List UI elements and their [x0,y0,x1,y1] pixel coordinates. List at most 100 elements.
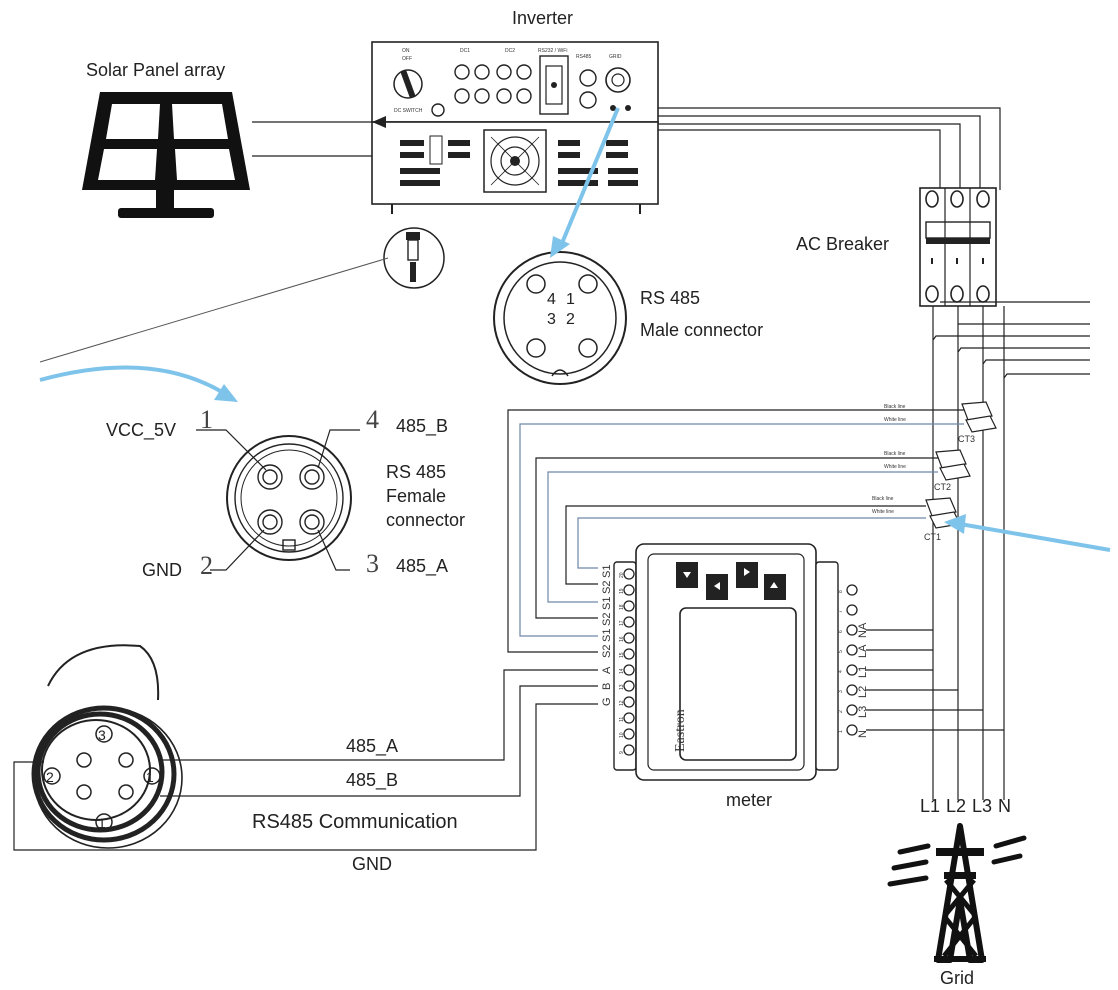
male-connector-label-2: Male connector [640,320,763,340]
solar-panel-label: Solar Panel array [86,60,225,80]
grid-port-label: GRID [609,54,622,60]
male-pin-3: 3 [547,311,556,328]
meter-terminal-number: 19 [619,588,625,594]
meter-terminal-number: 10 [619,732,625,738]
meter-terminal-number: 7 [838,610,844,613]
ac-output-wires [658,107,1001,190]
grid-line-l3: L3 [972,796,992,816]
comm-connector-icon [31,644,183,849]
meter-terminal-number: 9 [619,751,625,754]
ct3-label: CT3 [958,434,975,444]
ct2-black-label: Black line [884,451,906,457]
solar-panel-icon [82,92,250,218]
meter-terminal-number: 6 [838,630,844,633]
rs485-male-connector-icon [493,251,627,385]
comm-pin-2: 2 [46,769,54,785]
comm-wires [13,669,598,851]
ct2-white-label: White line [884,464,906,470]
meter-terminal-number: 20 [619,572,625,578]
inverter-icon: ON OFF DC SWITCH DC1 DC2 RS232 / WiFi RS… [371,41,659,214]
pin4-name: 485_B [396,416,448,437]
rs485-comm-caption: RS485 Communication [252,811,458,833]
comm-pin-3: 3 [98,727,106,743]
meter-terminal-number: 12 [619,700,625,706]
meter-terminal-label: L3 [857,706,869,718]
pin1-name: VCC_5V [106,420,176,441]
rs485-female-connector-icon [226,435,352,561]
rs485-port-label: RS485 [576,54,592,60]
meter-terminal-label: G [601,697,613,706]
meter-terminal-label: S2 [601,645,613,658]
arrow-icon [550,107,620,258]
meter-terminal-label: LA [857,644,869,658]
detail-line [39,257,389,363]
pin3-name: 485_A [396,556,448,577]
ct3-clamp-icon [961,401,997,433]
meter-terminal-number: 13 [619,684,625,690]
meter-terminal-number: 14 [619,668,625,674]
female-label-1: RS 485 [386,462,446,482]
meter-terminal-label: S2 [601,613,613,626]
grid-line-l2: L2 [946,796,966,816]
wire-485a-label: 485_A [346,736,398,757]
comm-pin-4: 1 [146,769,154,785]
ct1-label: CT1 [924,532,941,542]
pin2-name: GND [142,560,182,580]
meter-terminal-label: N [857,730,869,738]
meter-terminal-label: A [601,666,613,674]
inverter-label: Inverter [512,8,573,28]
female-label-3: connector [386,510,465,530]
grid-vertical-wires [932,306,1005,800]
meter-terminal-label: S1 [601,629,613,642]
ct1-white-label: White line [872,509,894,515]
dc-switch-label: DC SWITCH [394,108,423,114]
ac-breaker-label: AC Breaker [796,234,889,254]
wire-gnd-label: GND [352,854,392,874]
male-pin-2: 2 [566,311,575,328]
switch-on-label: ON [402,48,410,54]
grid-label: Grid [940,968,974,988]
meter-terminal-label: S1 [601,597,613,610]
meter-terminal-number: 5 [838,650,844,653]
grid-line-l1: L1 [920,796,940,816]
meter-terminal-number: 1 [838,730,844,733]
ct1-black-label: Black line [872,496,894,502]
ct-wires [507,409,964,653]
grid-line-n: N [998,796,1011,816]
dc1-label: DC1 [460,48,470,54]
meter-terminal-label: L2 [857,686,869,698]
ct2-label: CT2 [934,482,951,492]
arrow-icon [944,514,1111,552]
meter-icon [613,543,858,781]
meter-terminal-number: 2 [838,710,844,713]
ct2-clamp-icon [935,449,971,481]
meter-terminal-number: 16 [619,636,625,642]
grid-tower-icon [887,823,1027,963]
pin2-number: 2 [200,551,213,580]
meter-terminal-label: S1 [601,565,613,578]
meter-label: meter [726,790,772,810]
meter-terminal-label: B [601,683,613,690]
arrow-icon [39,365,238,402]
pin1-number: 1 [200,405,213,434]
female-leader-lines [196,429,360,571]
dc2-label: DC2 [505,48,515,54]
comm-pin-1: 1 [98,815,106,831]
meter-terminal-number: 3 [838,690,844,693]
meter-voltage-wires [866,629,1004,731]
meter-terminal-label: S2 [601,581,613,594]
female-label-2: Female [386,486,446,506]
meter-terminal-number: 4 [838,670,844,673]
male-pin-4: 4 [547,291,556,308]
breaker-icon [919,187,997,307]
connector-detail-icon [383,227,445,289]
load-wires [932,301,1090,379]
ct3-black-label: Black line [884,404,906,410]
meter-terminal-number: 11 [619,717,625,722]
wifi-port-label: RS232 / WiFi [538,48,567,54]
